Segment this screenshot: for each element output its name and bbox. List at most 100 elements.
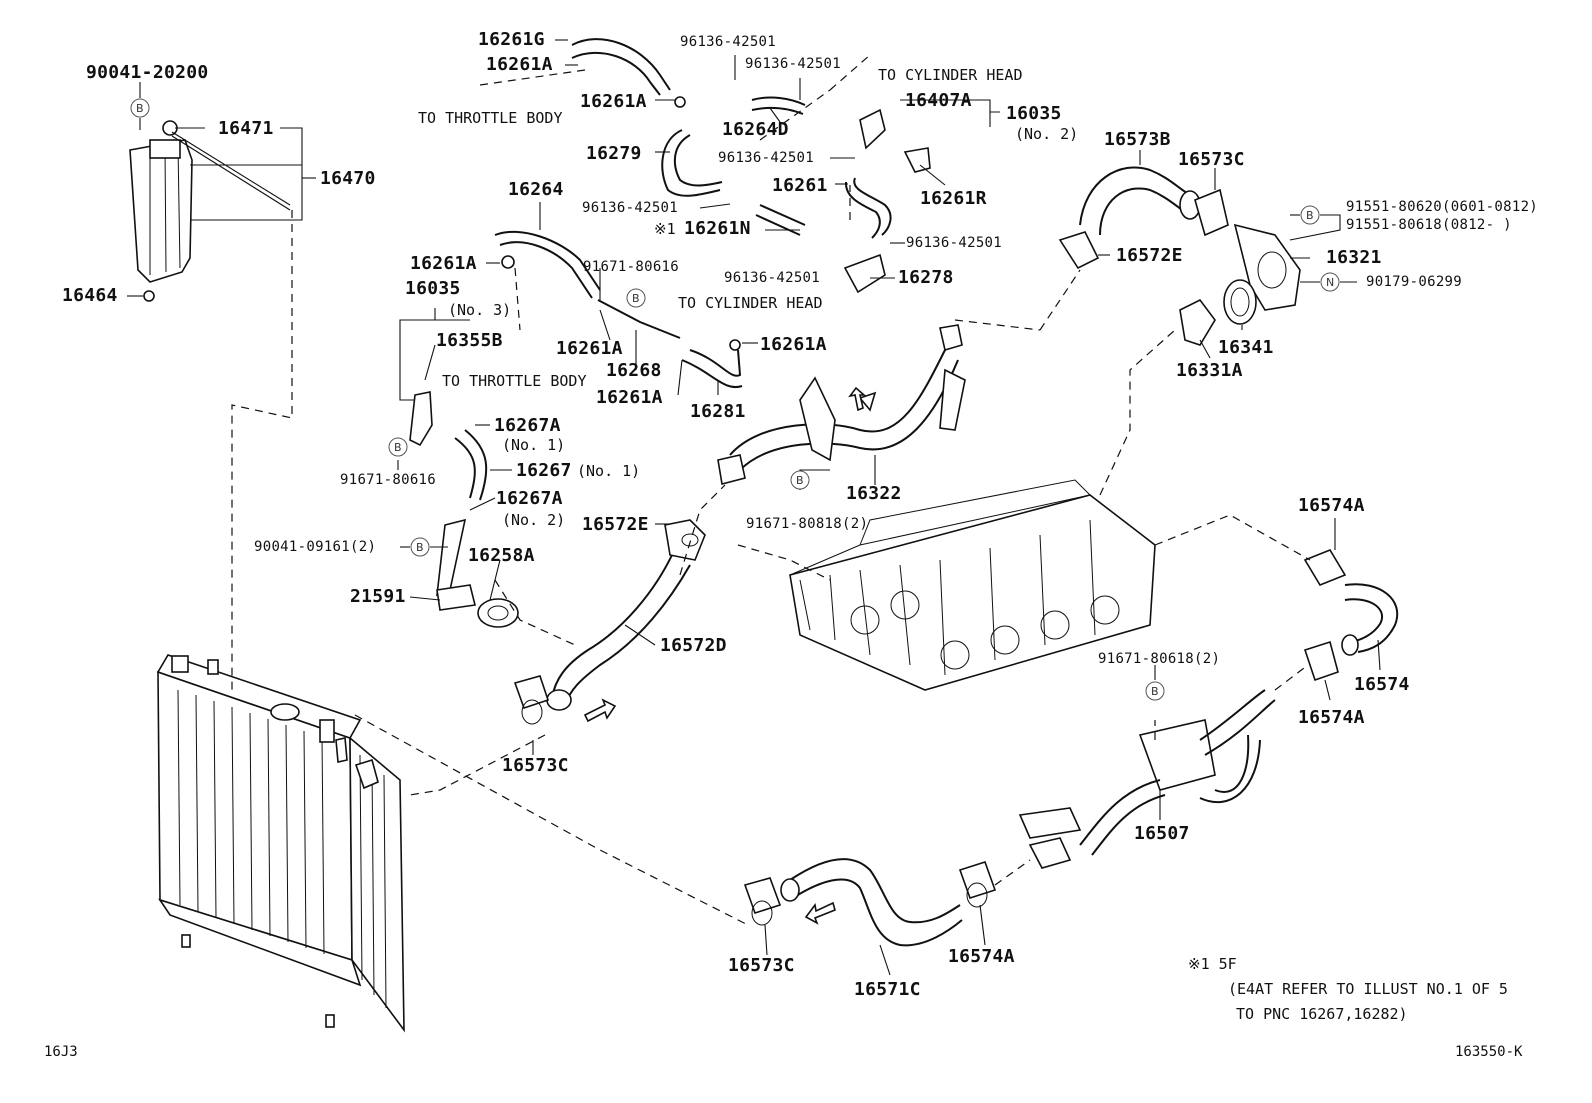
upper-hose-group xyxy=(494,38,931,389)
label-16267a-2: 16267A xyxy=(496,488,563,509)
svg-text:B: B xyxy=(416,541,424,554)
label-16261a-5: 16261A xyxy=(760,334,827,355)
marker-b-1: B xyxy=(130,98,150,118)
svg-text:B: B xyxy=(1151,685,1159,698)
svg-text:B: B xyxy=(394,441,402,454)
label-to-throttle-body-2: TO THROTTLE BODY xyxy=(442,372,587,390)
flow-arrows xyxy=(583,386,867,925)
label-note-mark-16261n: ※1 xyxy=(654,220,676,238)
marker-n-1: N xyxy=(1320,272,1340,292)
label-16261r: 16261R xyxy=(920,188,987,209)
label-91671-80616-2: 91671-80616 xyxy=(340,472,437,488)
label-16572e-1: 16572E xyxy=(582,514,649,535)
radiator xyxy=(156,654,405,1033)
footer-illustration-number: 163550-K xyxy=(1455,1044,1523,1060)
label-96136-42501-2: 96136-42501 xyxy=(745,56,842,72)
marker-b-6: B xyxy=(1300,205,1320,225)
footnote-line-2: (E4AT REFER TO ILLUST NO.1 OF 5 xyxy=(1228,980,1508,998)
marker-b-2: B xyxy=(626,288,646,308)
label-16322: 16322 xyxy=(846,483,902,504)
label-16574a-1: 16574A xyxy=(1298,495,1365,516)
label-16261g: 16261G xyxy=(478,29,545,50)
label-16471: 16471 xyxy=(218,118,274,139)
label-91671-80616-1: 91671-80616 xyxy=(583,259,680,275)
label-no2-b: (No. 2) xyxy=(502,511,566,529)
label-16267: 16267 xyxy=(516,460,572,481)
pipe-16322 xyxy=(717,324,966,485)
label-90041-09161: 90041-09161(2) xyxy=(254,539,377,555)
bypass-hose-group xyxy=(409,391,519,628)
label-16572d: 16572D xyxy=(660,635,727,656)
label-to-cylinder-head-2: TO CYLINDER HEAD xyxy=(678,294,823,312)
label-16572e-2: 16572E xyxy=(1116,245,1183,266)
marker-b-5: B xyxy=(790,470,810,490)
label-16261a-2: 16261A xyxy=(580,91,647,112)
label-16574a-2: 16574A xyxy=(1298,707,1365,728)
label-16321: 16321 xyxy=(1326,247,1382,268)
svg-text:B: B xyxy=(632,292,640,305)
label-16281: 16281 xyxy=(690,401,746,422)
label-16261a-4: 16261A xyxy=(556,338,623,359)
label-96136-42501-5: 96136-42501 xyxy=(906,235,1003,251)
thermostat-assembly xyxy=(1058,166,1301,346)
label-16571c: 16571C xyxy=(854,979,921,1000)
label-90179-06299: 90179-06299 xyxy=(1366,274,1463,290)
clamp-16573c-lower xyxy=(513,675,550,725)
label-16258a: 16258A xyxy=(468,545,535,566)
label-16573c-3: 16573C xyxy=(728,955,795,976)
label-no2-a: (No. 2) xyxy=(1015,125,1079,143)
label-91671-80618: 91671-80618(2) xyxy=(1098,651,1221,667)
label-no3: (No. 3) xyxy=(448,301,512,319)
lower-right-hoses xyxy=(1018,549,1398,869)
hose-16572d xyxy=(546,519,706,711)
label-to-throttle-body-1: TO THROTTLE BODY xyxy=(418,109,563,127)
label-21591: 21591 xyxy=(350,586,406,607)
label-16267a-1: 16267A xyxy=(494,415,561,436)
label-16331a: 16331A xyxy=(1176,360,1243,381)
footnote-line-1: ※1 5F xyxy=(1188,955,1237,973)
marker-b-3: B xyxy=(388,437,408,457)
cylinder-head xyxy=(789,479,1156,691)
label-16279: 16279 xyxy=(586,143,642,164)
label-16035-no2: 16035 xyxy=(1006,103,1062,124)
label-16355b: 16355B xyxy=(436,330,503,351)
lower-hose-16571c xyxy=(743,858,997,947)
label-91551-80620: 91551-80620(0601-0812) xyxy=(1346,199,1539,215)
footnote-line-3: TO PNC 16267,16282) xyxy=(1236,1005,1408,1023)
label-96136-42501-6: 96136-42501 xyxy=(724,270,821,286)
label-91551-80618: 91551-80618(0812- ) xyxy=(1346,217,1512,233)
marker-b-4: B xyxy=(410,537,430,557)
label-16341: 16341 xyxy=(1218,337,1274,358)
label-16268: 16268 xyxy=(606,360,662,381)
label-96136-42501-1: 96136-42501 xyxy=(680,34,777,50)
label-16574a-3: 16574A xyxy=(948,946,1015,967)
label-16470: 16470 xyxy=(320,168,376,189)
svg-text:N: N xyxy=(1326,276,1334,289)
label-91671-80818: 91671-80818(2) xyxy=(746,516,869,532)
label-16264: 16264 xyxy=(508,179,564,200)
label-96136-42501-4: 96136-42501 xyxy=(582,200,679,216)
label-16261n: 16261N xyxy=(684,218,751,239)
dashed-connectors xyxy=(231,54,1311,926)
svg-text:B: B xyxy=(1306,209,1314,222)
label-16507: 16507 xyxy=(1134,823,1190,844)
leader-lines xyxy=(127,39,1381,976)
svg-text:B: B xyxy=(796,474,804,487)
label-16407a: 16407A xyxy=(905,90,972,111)
svg-text:B: B xyxy=(136,102,144,115)
label-no1-a: (No. 1) xyxy=(502,436,566,454)
label-90041-20200: 90041-20200 xyxy=(86,62,209,83)
label-16035-no3: 16035 xyxy=(405,278,461,299)
label-16573c-2: 16573C xyxy=(1178,149,1245,170)
label-16261: 16261 xyxy=(772,175,828,196)
label-16573b: 16573B xyxy=(1104,129,1171,150)
label-16573c-1: 16573C xyxy=(502,755,569,776)
label-16261a-6: 16261A xyxy=(596,387,663,408)
label-16278: 16278 xyxy=(898,267,954,288)
label-96136-42501-3: 96136-42501 xyxy=(718,150,815,166)
label-16464: 16464 xyxy=(62,285,118,306)
label-no1-b: (No. 1) xyxy=(577,462,641,480)
label-16574: 16574 xyxy=(1354,674,1410,695)
